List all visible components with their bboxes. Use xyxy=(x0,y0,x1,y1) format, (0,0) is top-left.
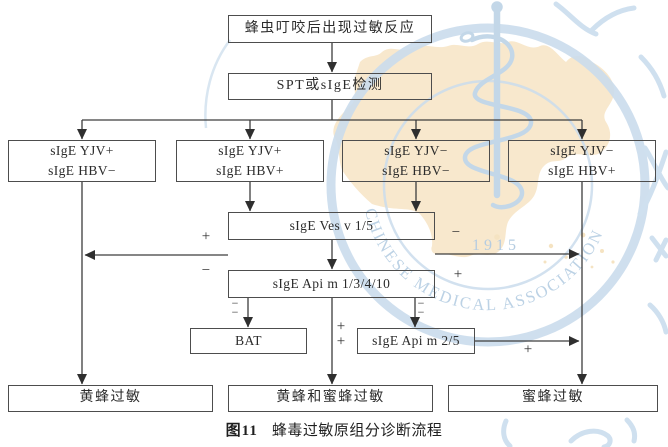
label-apim-right-plus: + xyxy=(453,266,463,283)
node-b4-line1: sIgE YJV− xyxy=(550,143,614,159)
seal-outer-circle xyxy=(326,23,650,347)
node-b3-line2: sIgE HBV− xyxy=(382,163,450,178)
figure-caption: 图11 蜂毒过敏原组分诊断流程 xyxy=(0,419,668,440)
node-b2-line2: sIgE HBV+ xyxy=(216,163,284,178)
node-spt-sige-test: SPT或sIgE检测 xyxy=(228,73,432,100)
label-vesv-left-plus: + xyxy=(201,228,211,245)
asclepius-staff-icon xyxy=(459,1,534,210)
node-api-m-1-3-4-10: sIgE Api m 1/3/4/10 xyxy=(228,270,435,298)
secondary-seal-arc xyxy=(204,39,231,129)
node-b2-line1: sIgE YJV+ xyxy=(218,143,282,159)
outcome-both-label: 黄蜂和蜜蜂过敏 xyxy=(276,390,385,406)
node-yjv-pos-hbv-neg: sIgE YJV+ sIgE HBV− xyxy=(8,140,156,182)
node-ves-v-label: sIgE Ves v 1/5 xyxy=(289,218,374,234)
node-yjv-neg-hbv-pos: sIgE YJV− sIgE HBV+ xyxy=(508,140,656,182)
node-api-m-label: sIgE Api m 1/3/4/10 xyxy=(272,276,391,292)
label-vesv-right-minus: − xyxy=(451,224,461,241)
node-b1-line2: sIgE HBV− xyxy=(48,163,116,178)
label-apim25-minus-2: − xyxy=(417,305,425,319)
node-b1-line1: sIgE YJV+ xyxy=(50,143,114,159)
label-bat-minus-1: − xyxy=(231,296,239,310)
label-both-plus-2: + xyxy=(336,333,346,350)
corner-scribbles xyxy=(501,1,668,447)
label-bat-minus-2: − xyxy=(231,305,239,319)
node-outcome-wasp-and-bee-allergy: 黄蜂和蜜蜂过敏 xyxy=(228,385,433,412)
node-bat-label: BAT xyxy=(235,333,262,349)
label-apim-left-minus: − xyxy=(201,262,211,279)
node-outcome-bee-allergy: 蜜蜂过敏 xyxy=(448,385,658,412)
node-outcome-wasp-allergy: 黄蜂过敏 xyxy=(8,385,213,412)
outcome-bee-label: 蜜蜂过敏 xyxy=(522,390,584,406)
node-ves-v-1-5: sIgE Ves v 1/5 xyxy=(228,212,435,240)
figure-caption-number: 图11 xyxy=(225,423,258,439)
label-both-plus-1: + xyxy=(336,318,346,335)
node-api-m-2-5: sIgE Api m 2/5 xyxy=(357,328,475,354)
node-yjv-neg-hbv-neg: sIgE YJV− sIgE HBV− xyxy=(342,140,490,182)
node-b3-line1: sIgE YJV− xyxy=(384,143,448,159)
node-yjv-pos-hbv-pos: sIgE YJV+ sIgE HBV+ xyxy=(176,140,324,182)
node-start-label: 蜂虫叮咬后出现过敏反应 xyxy=(244,20,416,36)
label-apim25-plus: + xyxy=(523,341,533,358)
outcome-wasp-label: 黄蜂过敏 xyxy=(79,390,142,406)
node-b4-line2: sIgE HBV+ xyxy=(548,163,616,178)
figure-caption-title: 蜂毒过敏原组分诊断流程 xyxy=(271,423,443,439)
seal-year: 1915 xyxy=(472,237,520,254)
node-spt-sige-test-label: SPT或sIgE检测 xyxy=(276,78,384,94)
node-api-m-2-5-label: sIgE Api m 2/5 xyxy=(372,333,460,349)
label-apim25-minus-1: − xyxy=(417,296,425,310)
node-bat: BAT xyxy=(190,328,307,354)
node-start: 蜂虫叮咬后出现过敏反应 xyxy=(228,15,432,43)
